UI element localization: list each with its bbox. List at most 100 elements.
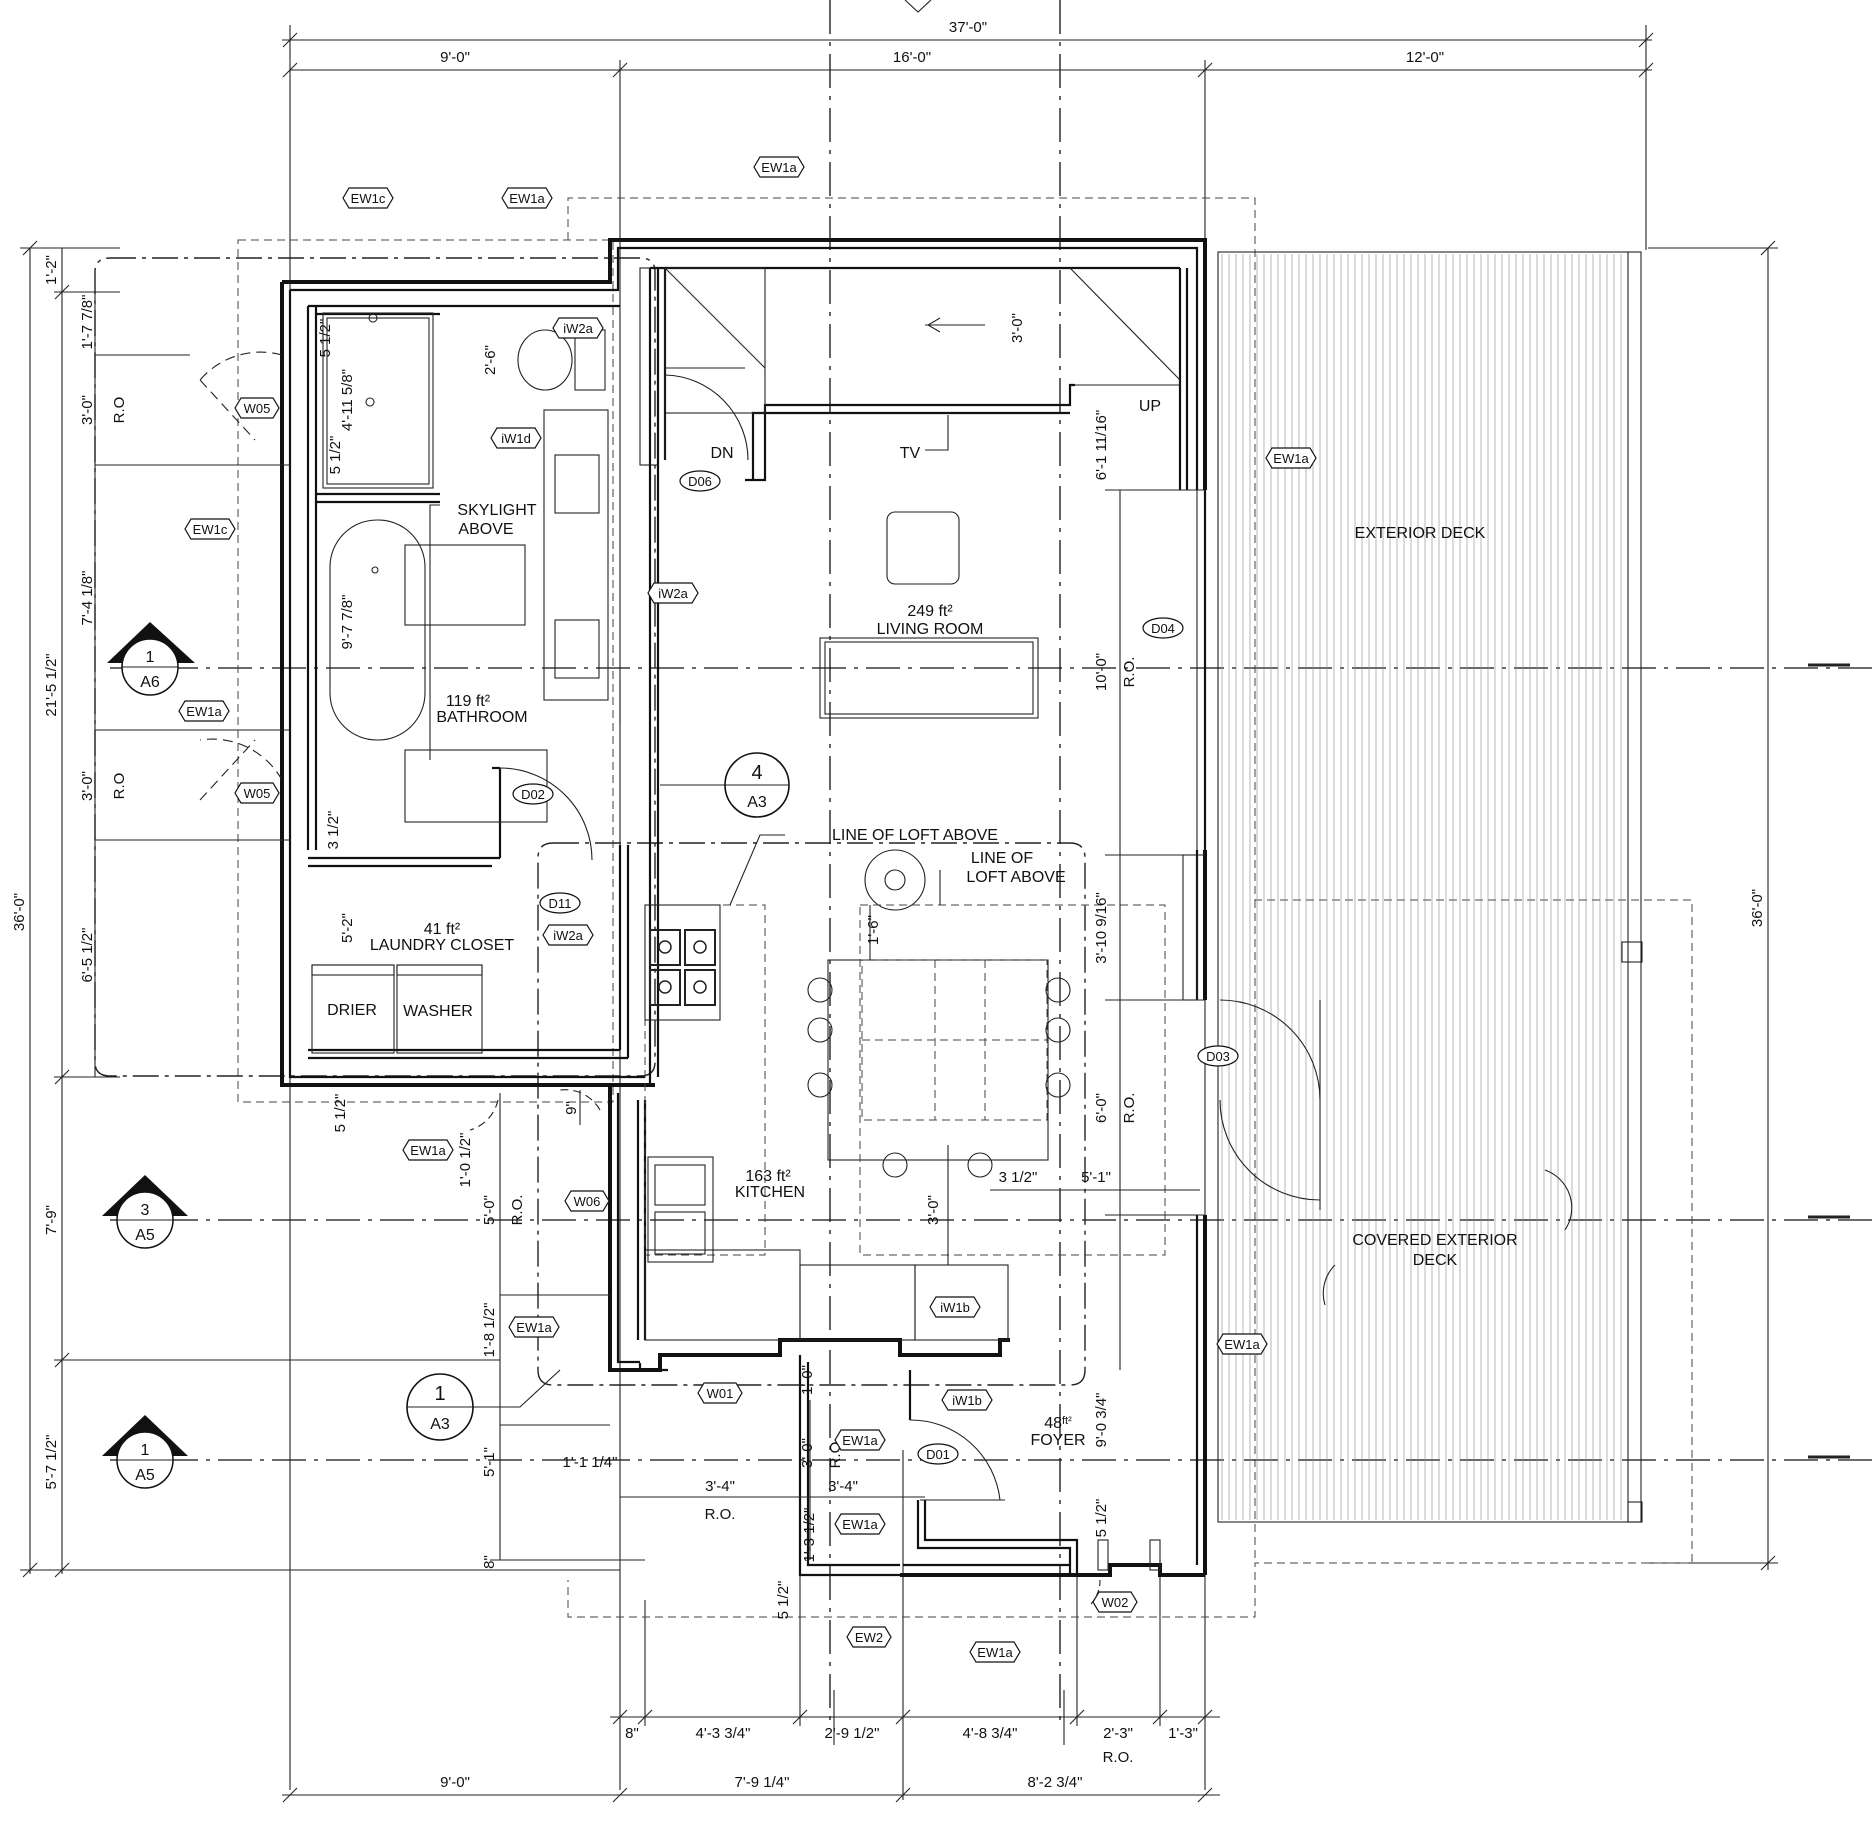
tag-w06: W06: [564, 1190, 610, 1212]
foyer-area-num: 48: [1044, 1415, 1062, 1432]
bathroom-fixtures: [322, 312, 621, 823]
tv-label: TV: [900, 445, 921, 462]
svg-text:EW1a: EW1a: [1273, 451, 1309, 466]
svg-text:EW1a: EW1a: [509, 191, 545, 206]
dim-f11: 5 1/2": [1093, 1499, 1110, 1538]
dim-liv4-ro: R.O.: [1121, 1093, 1138, 1124]
foyer-area-unit: ft²: [1062, 1415, 1072, 1427]
dim-w3: 7'-4 1/8": [79, 571, 96, 626]
svg-text:D11: D11: [549, 896, 572, 911]
tag-d04: D04: [1142, 617, 1184, 639]
section-marker-1-a5: 1 A5: [102, 1415, 188, 1489]
living-area: 249 ft²: [907, 603, 953, 620]
svg-text:4: 4: [751, 762, 762, 784]
svg-text:A5: A5: [135, 1467, 155, 1484]
dim-top-b: 16'-0": [893, 49, 931, 66]
svg-text:W05: W05: [244, 401, 271, 416]
svg-text:W01: W01: [707, 1386, 734, 1401]
doors: [199, 351, 1573, 1606]
svg-text:iW1b: iW1b: [952, 1393, 982, 1408]
dim-w1: 1'-7 7/8": [79, 295, 96, 350]
living-name: LIVING ROOM: [877, 621, 984, 638]
section-marker-4-a3: 4 A3: [660, 752, 790, 818]
section-marker-3-a5: 3 A5: [102, 1175, 188, 1249]
tag-iw1d: iW1d: [490, 427, 542, 449]
dim-f7: 5'-1": [481, 1447, 498, 1477]
dim-top-a: 9'-0": [440, 49, 470, 66]
stair: [664, 267, 1181, 414]
dim-top-overall: 37'-0": [949, 19, 987, 36]
svg-text:1: 1: [141, 1442, 150, 1459]
svg-text:D06: D06: [688, 474, 712, 489]
svg-text:EW1a: EW1a: [410, 1143, 446, 1158]
up-label: UP: [1139, 398, 1161, 415]
dim-b3: 5 1/2": [332, 1094, 349, 1133]
covered-deck-label-1: COVERED EXTERIOR: [1352, 1232, 1517, 1249]
laundry-appliances: [311, 964, 483, 1054]
dim-k2: 3'-0": [925, 1195, 942, 1225]
dim-f10: 5 1/2": [775, 1581, 792, 1620]
dim-b2: 5'-2": [339, 913, 356, 943]
skylight-label-2: ABOVE: [458, 521, 513, 538]
dim-f3: 9'-0 3/4": [1093, 1393, 1110, 1448]
tag-d11: D11: [539, 892, 581, 914]
tag-iw2a-3: iW2a: [542, 924, 594, 946]
dim-w-ro1: R.O: [111, 397, 128, 424]
dim-w5: 6'-5 1/2": [79, 928, 96, 983]
dim-bot-d5: 2'-3": [1103, 1725, 1133, 1742]
dim-right-overall: 36'-0": [1749, 889, 1766, 927]
exterior-deck-label: EXTERIOR DECK: [1355, 525, 1486, 542]
dim-liv4: 6'-0": [1093, 1093, 1110, 1123]
dim-sh3: 5 1/2": [327, 436, 344, 475]
dim-bot-d4: 4'-8 3/4": [963, 1725, 1018, 1742]
interior-dimensions: [94, 292, 1205, 1561]
dim-bot-ro: R.O.: [1103, 1749, 1134, 1766]
svg-text:W06: W06: [574, 1194, 601, 1209]
right-dimensions: 36'-0": [1646, 240, 1778, 1571]
dim-k5: 9": [563, 1101, 580, 1115]
dim-k8: 1'-8 1/2": [481, 1303, 498, 1358]
dim-liv2-ro: R.O.: [1121, 657, 1138, 688]
svg-text:EW1c: EW1c: [351, 191, 386, 206]
laundry-area: 41 ft²: [424, 921, 461, 938]
loft-label-2b: LOFT ABOVE: [966, 869, 1065, 886]
dim-b1: 3 1/2": [325, 811, 342, 850]
dim-wc: 2'-6": [482, 345, 499, 375]
kitchen-area: 163 ft²: [745, 1168, 791, 1185]
tag-iw1b-1: iW1b: [929, 1296, 981, 1318]
covered-deck-label-2: DECK: [1413, 1252, 1458, 1269]
tag-ew1a-f2: EW1a: [834, 1513, 886, 1535]
svg-text:iW2a: iW2a: [563, 321, 593, 336]
loft-label-2a: LINE OF: [971, 850, 1033, 867]
svg-text:EW1a: EW1a: [842, 1433, 878, 1448]
dim-left-c: 7'-9": [43, 1205, 60, 1235]
dim-f2: 3'-0": [799, 1438, 816, 1468]
bathroom-name: BATHROOM: [436, 709, 527, 726]
dim-top-c: 12'-0": [1406, 49, 1444, 66]
tag-iw1b-2: iW1b: [941, 1389, 993, 1411]
svg-text:EW1a: EW1a: [186, 704, 222, 719]
deck-hatch: [1221, 254, 1622, 1520]
bottom-dimensions: 9'-0" 7'-9 1/4" 8'-2 3/4" 8" 4'-3 3/4" 2…: [282, 1450, 1220, 1803]
dim-left-overall: 36'-0": [11, 893, 28, 931]
tag-ew1c-top: EW1c: [342, 187, 394, 209]
dim-k6: 1'-0 1/2": [457, 1133, 474, 1188]
dim-sh1: 5 1/2": [317, 319, 334, 358]
dim-k3: 3 1/2": [999, 1169, 1038, 1186]
tag-ew1c-left: EW1c: [184, 518, 236, 540]
loft-label-1: LINE OF LOFT ABOVE: [832, 827, 998, 844]
svg-text:D04: D04: [1151, 621, 1175, 636]
svg-text:EW1a: EW1a: [1224, 1337, 1260, 1352]
dim-f5: 3'-4": [705, 1478, 735, 1495]
tag-ew1a-left: EW1a: [178, 700, 230, 722]
dim-f8: 8": [481, 1555, 498, 1569]
svg-text:A3: A3: [430, 1416, 450, 1433]
svg-text:3: 3: [141, 1202, 150, 1219]
tag-d06: D06: [679, 470, 721, 492]
skylight-label-1: SKYLIGHT: [457, 502, 536, 519]
svg-text:A6: A6: [140, 674, 160, 691]
dim-bot-d2: 4'-3 3/4": [696, 1725, 751, 1742]
tag-w02: W02: [1092, 1591, 1138, 1613]
dim-k7: 5'-0": [481, 1195, 498, 1225]
